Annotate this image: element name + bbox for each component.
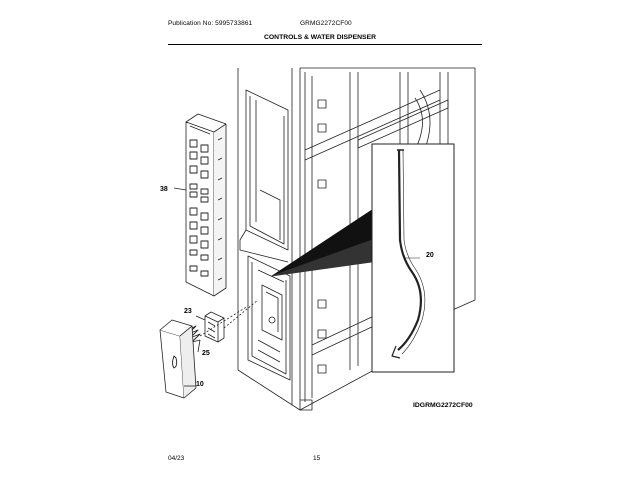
- model-number: GRMG2272CF00: [300, 20, 352, 27]
- publication-number: Publication No: 5995733861: [168, 20, 253, 27]
- bracket-part-23: [195, 299, 259, 343]
- control-board-part-38: [173, 113, 227, 297]
- footer-date: 04/23: [168, 455, 185, 462]
- header-rule: [168, 44, 482, 45]
- callout-10: 10: [196, 381, 204, 388]
- callout-23: 23: [184, 308, 192, 315]
- tubing-magnified-part-20: [271, 143, 455, 373]
- callout-25: 25: [202, 350, 210, 357]
- callout-20: 20: [426, 252, 434, 259]
- dispenser-recess: [239, 89, 291, 381]
- diagram-id: IDGRMG2272CF00: [413, 402, 473, 409]
- callout-38: 38: [160, 186, 168, 193]
- page-number: 15: [313, 455, 321, 462]
- page-title: CONTROLS & WATER DISPENSER: [263, 34, 377, 41]
- paddle-part-10: [159, 319, 197, 399]
